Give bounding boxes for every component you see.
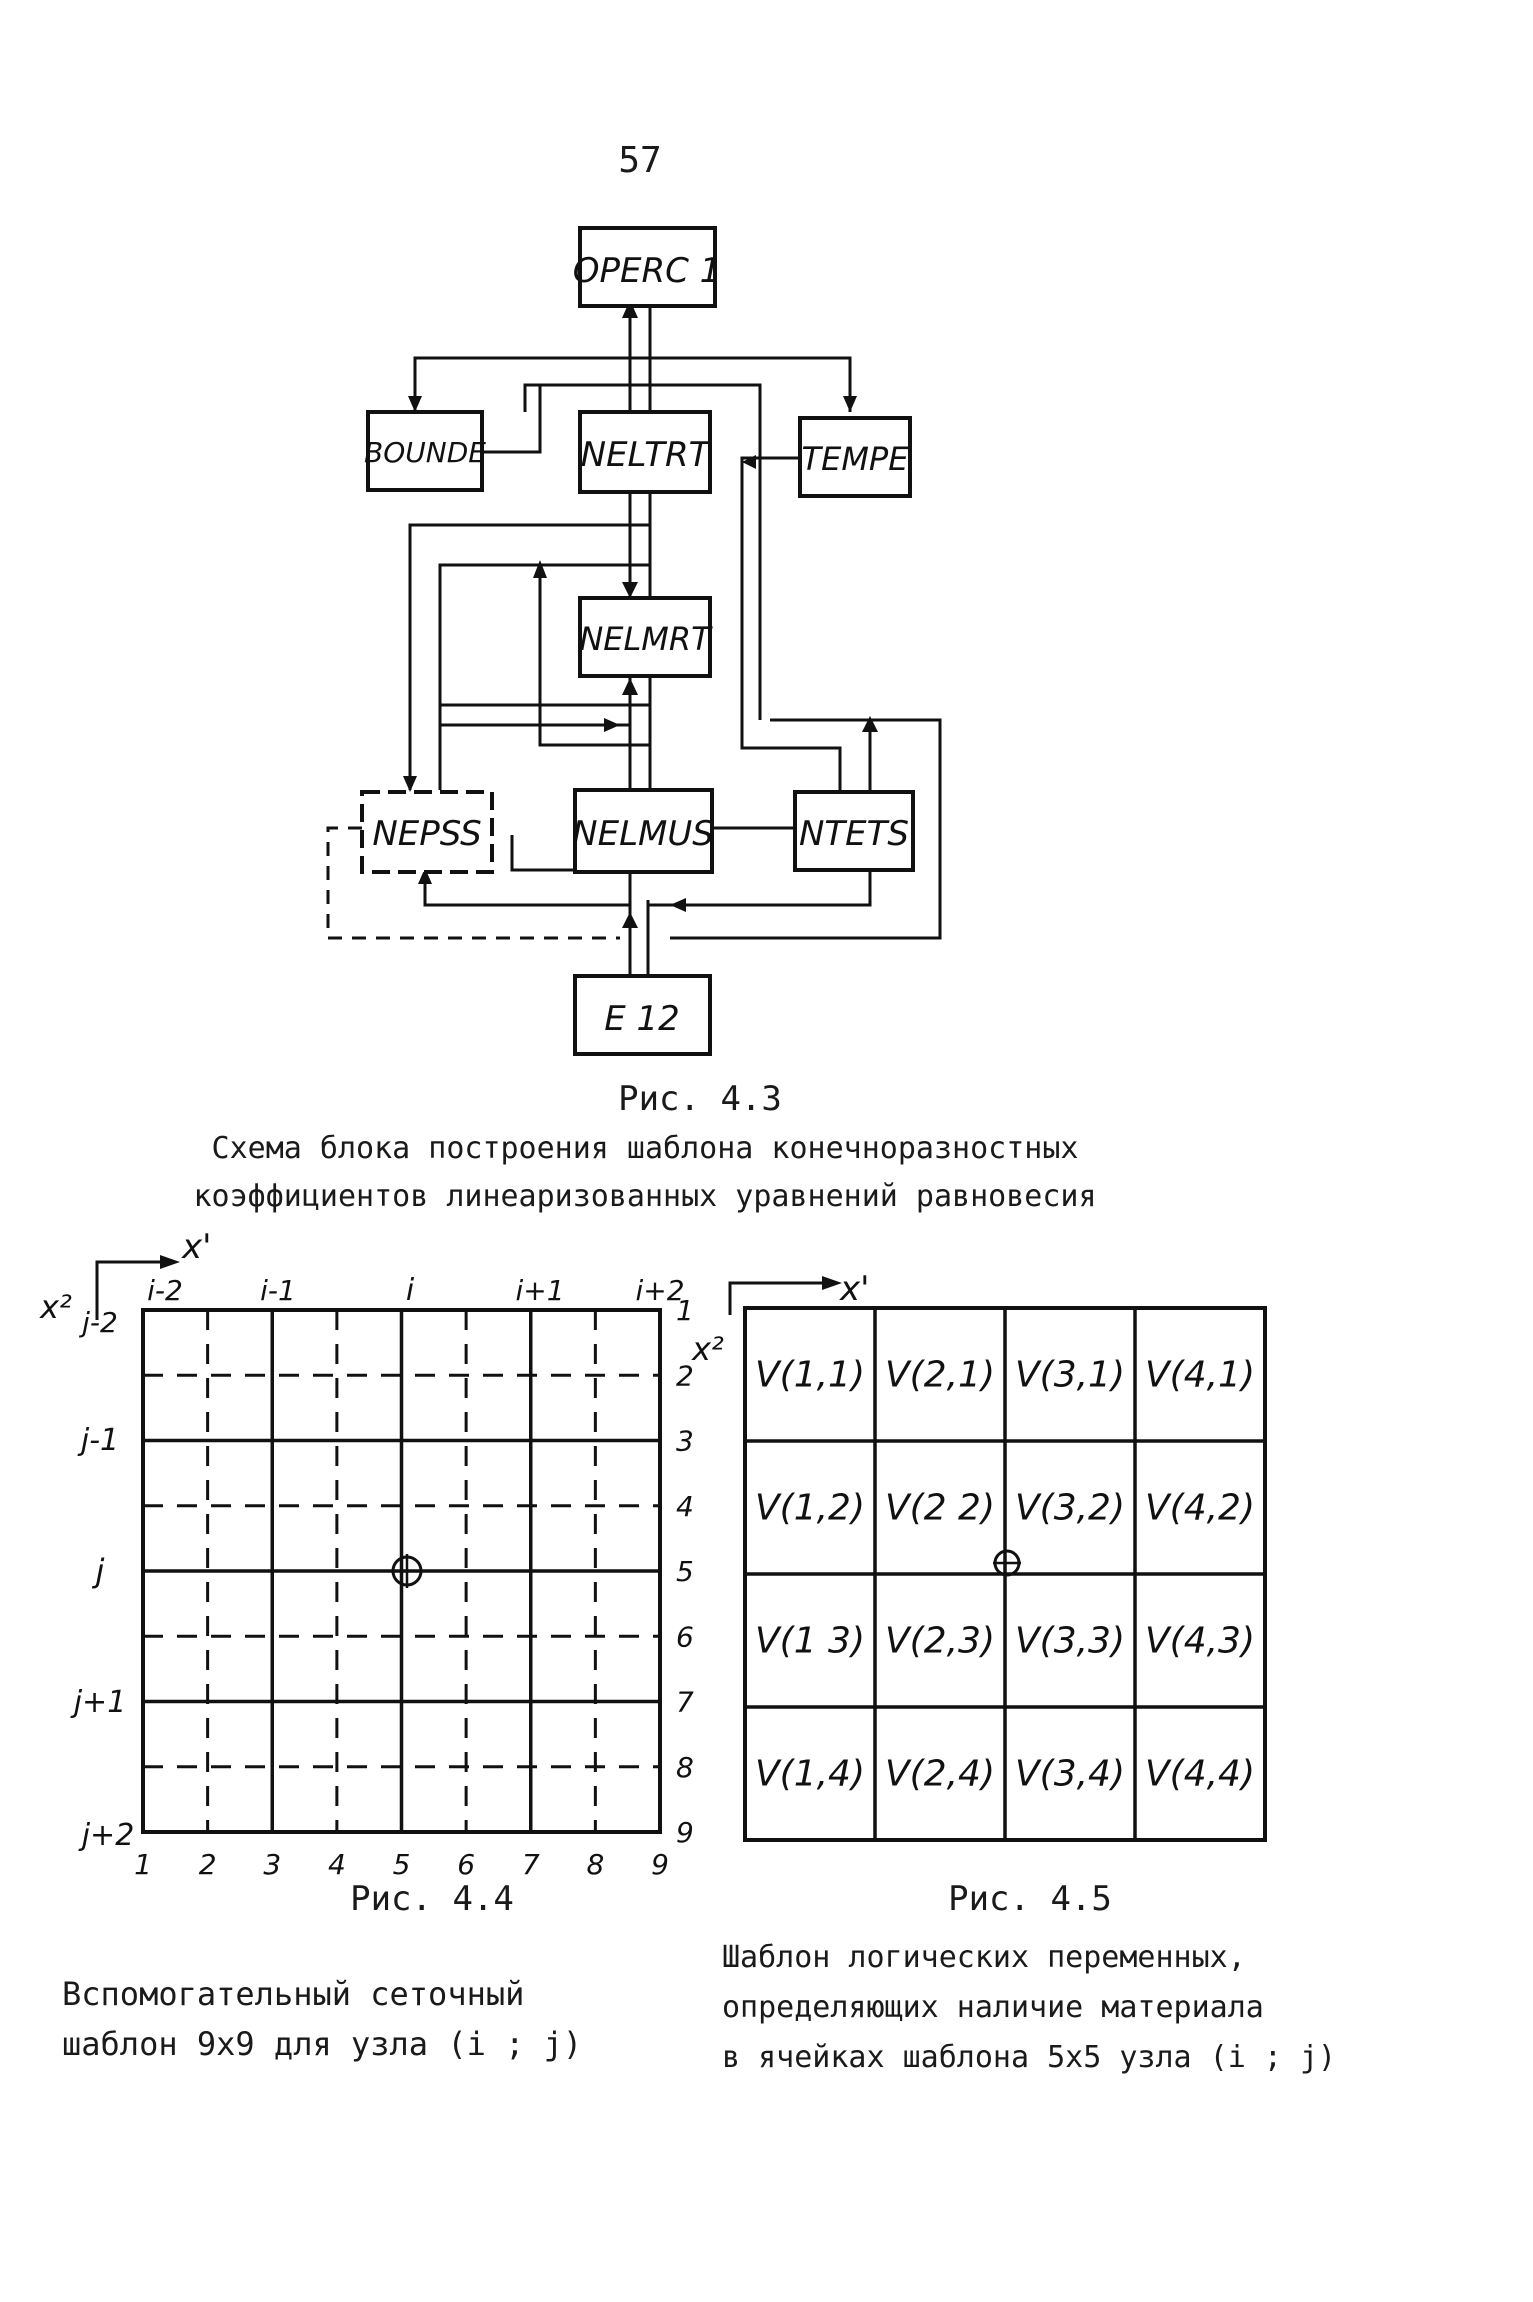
fig44-right-labels: 1 2 3 4 5 6 7 8 9: [676, 1294, 694, 1849]
fig44-axis-lines: [95, 1260, 172, 1320]
fig45-cell-value: V(1,1): [755, 1355, 865, 1396]
fig45-caption-line3: в ячейках шаблона 5х5 узла (i ; j): [722, 2040, 1336, 2075]
fig45-caption-line1: Шаблон логических переменных,: [722, 1940, 1246, 1975]
fig44-bottom-label: 8: [586, 1848, 604, 1881]
fig44-caption-line1: Вспомогательный сеточный: [62, 1975, 524, 2013]
fig45-cell-value: V(4,4): [1145, 1754, 1255, 1795]
fig45-cell-value: V(3,4): [1015, 1754, 1125, 1795]
svg-text:NEPSS: NEPSS: [372, 814, 481, 854]
svg-text:OPERC 1: OPERC 1: [573, 251, 722, 291]
fig44-bottom-label: 2: [199, 1848, 217, 1881]
fig43-connections: [326, 305, 942, 976]
block-nelmus: NELMUS: [572, 788, 714, 874]
block-e12: E 12: [573, 974, 712, 1056]
fig44-bottom-labels: 1 2 3 4 5 6 7 8 9: [134, 1848, 669, 1881]
block-neltrt: NELTRT: [578, 410, 712, 494]
fig45-label: Рис. 4.5: [948, 1879, 1112, 1919]
block-nepss: NEPSS: [360, 790, 494, 874]
fig45-cell-value: V(4,1): [1145, 1355, 1255, 1396]
block-tempe: TEMPE: [798, 416, 912, 498]
block-operc1: OPERC 1: [573, 226, 722, 308]
fig44-right-label: 6: [676, 1620, 694, 1653]
fig44-left-label-j-minus-2: j-2: [78, 1306, 118, 1339]
page-number: 57: [618, 140, 661, 181]
fig43-caption-line2: коэффициентов линеаризованных уравнений …: [193, 1179, 1096, 1214]
svg-text:BOUNDE: BOUNDE: [364, 436, 486, 469]
fig44-bottom-label: 3: [263, 1848, 281, 1881]
svg-text:TEMPE: TEMPE: [802, 440, 910, 478]
fig45-cell-value: V(4,2): [1145, 1488, 1255, 1529]
fig44-bottom-label: 9: [651, 1848, 669, 1881]
fig45-axis-y-label: x²: [691, 1330, 724, 1368]
fig44-axis-x-label: x': [181, 1227, 211, 1267]
fig44-bottom-label: 1: [134, 1848, 152, 1881]
block-nelmrt: NELMRT: [578, 596, 713, 678]
fig45-cell-value: V(1 3): [755, 1621, 865, 1662]
fig44-axis-y-label: x²: [39, 1288, 72, 1326]
fig44-grid-template: x' x² i-2 i-1 i i+1 i+2 j-2 j-1 j j+1 j+…: [39, 1227, 694, 1881]
fig44-right-label: 3: [676, 1425, 694, 1458]
fig44-left-label-j: j: [92, 1552, 105, 1590]
fig44-top-label-i: i: [406, 1273, 415, 1308]
fig44-grid-frame: [141, 1308, 662, 1834]
block-ntets: NTETS: [793, 790, 915, 872]
fig45-cell-value: V(2,3): [885, 1621, 995, 1662]
fig44-right-label: 7: [676, 1686, 694, 1719]
svg-text:NELMRT: NELMRT: [579, 620, 713, 658]
fig45-caption-line2: определяющих наличие материала: [722, 1990, 1264, 2025]
fig44-left-label-j-plus-1: j+1: [70, 1685, 127, 1720]
fig43-arrowheads: [403, 300, 878, 928]
fig44-bottom-label: 7: [522, 1848, 540, 1881]
fig44-top-label-i-minus-2: i-2: [147, 1274, 183, 1307]
fig45-axis-lines: [728, 1281, 832, 1315]
fig44-bottom-label: 5: [393, 1848, 411, 1881]
fig44-right-label: 2: [676, 1359, 694, 1392]
fig45-axis-x-label: x': [839, 1269, 869, 1309]
fig45-cell-value: V(1,2): [755, 1488, 865, 1529]
fig44-top-label-i-minus-1: i-1: [260, 1274, 296, 1307]
svg-text:NTETS: NTETS: [799, 814, 909, 854]
fig44-right-label: 8: [676, 1751, 694, 1784]
svg-text:NELTRT: NELTRT: [581, 435, 712, 475]
fig44-bottom-label: 4: [328, 1848, 346, 1881]
fig45-cell-value: V(3,1): [1015, 1355, 1125, 1396]
fig43-block-diagram: OPERC 1 BOUNDE NELTRT TEMPE NELMRT NEPSS…: [326, 226, 942, 1056]
fig45-cell-value: V(3,3): [1015, 1621, 1125, 1662]
fig43-caption-line1: Схема блока построения шаблона конечнора…: [212, 1131, 1079, 1166]
fig45-cell-value: V(3,2): [1015, 1488, 1125, 1529]
fig45-cell-value: V(2 2): [885, 1488, 995, 1529]
fig44-bottom-label: 6: [457, 1848, 475, 1881]
fig43-label: Рис. 4.3: [618, 1079, 782, 1119]
fig45-cell-value: V(2,1): [885, 1355, 995, 1396]
fig45-cell-value: V(1,4): [755, 1754, 865, 1795]
fig44-top-label-i-plus-1: i+1: [515, 1274, 564, 1307]
fig44-right-label: 1: [676, 1294, 694, 1327]
fig45-cell-value: V(4,3): [1145, 1621, 1255, 1662]
fig45-cell-table: x' x² V(1,1) V(2,1) V(3,1) V(4,1) V(1,2) V(2 …: [691, 1269, 1267, 1842]
fig44-top-label-i-plus-2: i+2: [635, 1274, 684, 1307]
fig44-caption-line2: шаблон 9х9 для узла (i ; j): [62, 2025, 582, 2063]
svg-text:E 12: E 12: [604, 999, 680, 1039]
fig44-right-label: 4: [676, 1490, 694, 1523]
fig45-cell-value: V(2,4): [885, 1754, 995, 1795]
fig44-label: Рис. 4.4: [350, 1879, 514, 1919]
fig44-right-label: 5: [676, 1555, 694, 1588]
fig44-left-label-j-plus-2: j+2: [78, 1818, 135, 1853]
svg-text:NELMUS: NELMUS: [572, 814, 714, 854]
fig44-right-label: 9: [676, 1816, 694, 1849]
fig44-left-label-j-minus-1: j-1: [77, 1423, 119, 1458]
block-bounde: BOUNDE: [364, 410, 486, 492]
